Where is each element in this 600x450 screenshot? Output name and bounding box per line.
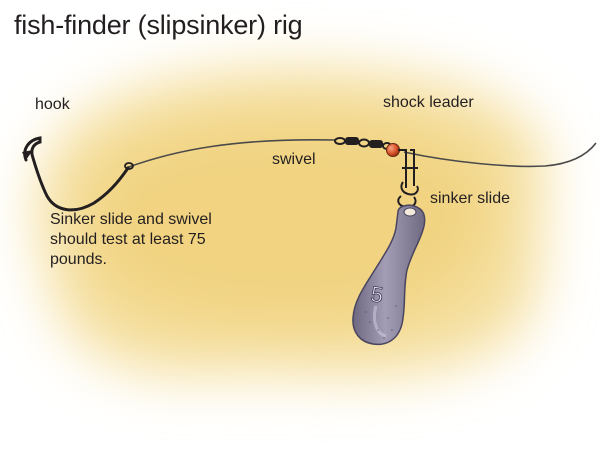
- sinker-slide-label: sinker slide: [430, 190, 511, 207]
- strength-note: Sinker slide and swivel should test at l…: [50, 210, 212, 270]
- swivel-label: swivel: [272, 151, 316, 168]
- swivel-icon: [334, 137, 392, 150]
- bead-icon: [386, 143, 400, 157]
- shock-leader-line: [403, 142, 597, 168]
- page-title: fish-finder (slipsinker) rig: [14, 10, 303, 40]
- fishing-line: [125, 138, 337, 169]
- sinker-slide-icon: [397, 149, 419, 209]
- note-line: Sinker slide and swivel: [50, 211, 212, 228]
- note-line: should test at least 75: [50, 231, 206, 248]
- note-line: pounds.: [50, 251, 107, 268]
- shock-leader-label: shock leader: [383, 94, 474, 111]
- hook-icon: [22, 136, 134, 212]
- sinker-icon: 5: [352, 204, 426, 346]
- sinker-weight-number: 5: [369, 281, 385, 307]
- hook-label: hook: [35, 96, 70, 113]
